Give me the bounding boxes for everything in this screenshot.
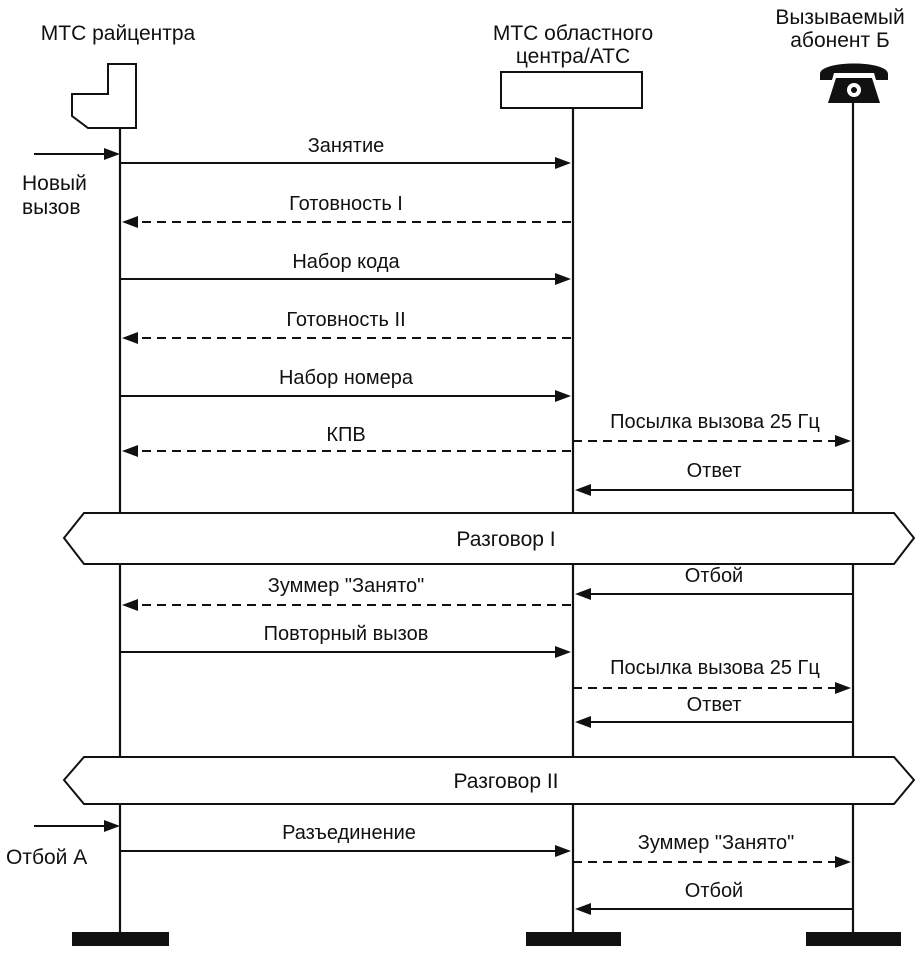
message-13-label: Ответ — [687, 694, 742, 716]
lifeline-c-end — [806, 932, 901, 946]
new-call-label-line2: вызов — [22, 196, 80, 219]
message-7-arrowhead — [835, 435, 851, 447]
message-12-label: Посылка вызова 25 Гц — [610, 657, 820, 679]
message-4-label: Готовность II — [286, 309, 405, 331]
message-9-arrowhead — [575, 588, 591, 600]
message-1: Занятие — [120, 135, 571, 169]
message-10: Зуммер "Занято" — [122, 575, 571, 611]
message-6-arrowhead — [122, 445, 138, 457]
participant-b-label-line2: центра/АТС — [516, 45, 630, 68]
message-10-label: Зуммер "Занято" — [268, 575, 425, 597]
message-15: Зуммер "Занято" — [573, 832, 851, 868]
message-4: Готовность II — [122, 309, 571, 344]
lifeline-a-end — [72, 932, 169, 946]
conversation-banner-1: Разговор I — [62, 512, 916, 565]
message-9: Отбой — [575, 565, 853, 600]
message-3: Набор кода — [120, 251, 571, 285]
new-call-label-line1: Новый — [22, 172, 87, 195]
telephone-icon — [820, 63, 888, 103]
conversation-banner-1-label: Разговор I — [456, 528, 555, 551]
message-9-label: Отбой — [685, 565, 743, 587]
message-7: Посылка вызова 25 Гц — [573, 411, 851, 447]
message-1-arrowhead — [555, 157, 571, 169]
message-12: Посылка вызова 25 Гц — [573, 657, 851, 694]
exchange-node-icon — [71, 63, 137, 129]
message-11-label: Повторный вызов — [264, 623, 429, 645]
message-8-label: Ответ — [687, 460, 742, 482]
message-15-arrowhead — [835, 856, 851, 868]
message-15-label: Зуммер "Занято" — [638, 832, 795, 854]
hangup-a-label: Отбой А — [6, 846, 87, 869]
message-10-arrowhead — [122, 599, 138, 611]
lifeline-b-end — [526, 932, 621, 946]
message-11-arrowhead — [555, 646, 571, 658]
new-call-arrowhead — [104, 148, 120, 160]
message-5: Набор номера — [120, 367, 571, 402]
message-4-arrowhead — [122, 332, 138, 344]
participant-a-label: МТС райцентра — [41, 22, 196, 45]
message-3-label: Набор кода — [292, 251, 400, 273]
conversation-banner-2-shape — [62, 756, 916, 805]
conversation-banner-2-label: Разговор II — [453, 770, 558, 793]
conversation-banner-1-shape — [62, 512, 916, 565]
message-14-arrowhead — [555, 845, 571, 857]
exchange-box-icon — [500, 71, 643, 109]
message-7-label: Посылка вызова 25 Гц — [610, 411, 820, 433]
message-1-label: Занятие — [308, 135, 385, 157]
message-8-arrowhead — [575, 484, 591, 496]
message-2: Готовность I — [122, 193, 571, 228]
conversation-banner-2: Разговор II — [62, 756, 916, 805]
participant-b-label-line1: МТС областного — [493, 22, 653, 45]
message-13-arrowhead — [575, 716, 591, 728]
message-5-label: Набор номера — [279, 367, 414, 389]
hangup-a-arrowhead — [104, 820, 120, 832]
message-16: Отбой — [575, 880, 853, 915]
message-14: Разъединение — [120, 822, 571, 857]
message-16-arrowhead — [575, 903, 591, 915]
message-13: Ответ — [575, 694, 853, 728]
message-16-label: Отбой — [685, 880, 743, 902]
message-14-label: Разъединение — [282, 822, 416, 844]
message-2-arrowhead — [122, 216, 138, 228]
message-6: КПВ — [122, 424, 571, 457]
participant-c-label-line2: абонент Б — [790, 29, 890, 52]
message-5-arrowhead — [555, 390, 571, 402]
message-3-arrowhead — [555, 273, 571, 285]
message-2-label: Готовность I — [289, 193, 403, 215]
message-6-label: КПВ — [326, 424, 365, 446]
message-12-arrowhead — [835, 682, 851, 694]
message-8: Ответ — [575, 460, 853, 496]
participant-c-label-line1: Вызываемый — [775, 6, 904, 29]
message-11: Повторный вызов — [120, 623, 571, 658]
